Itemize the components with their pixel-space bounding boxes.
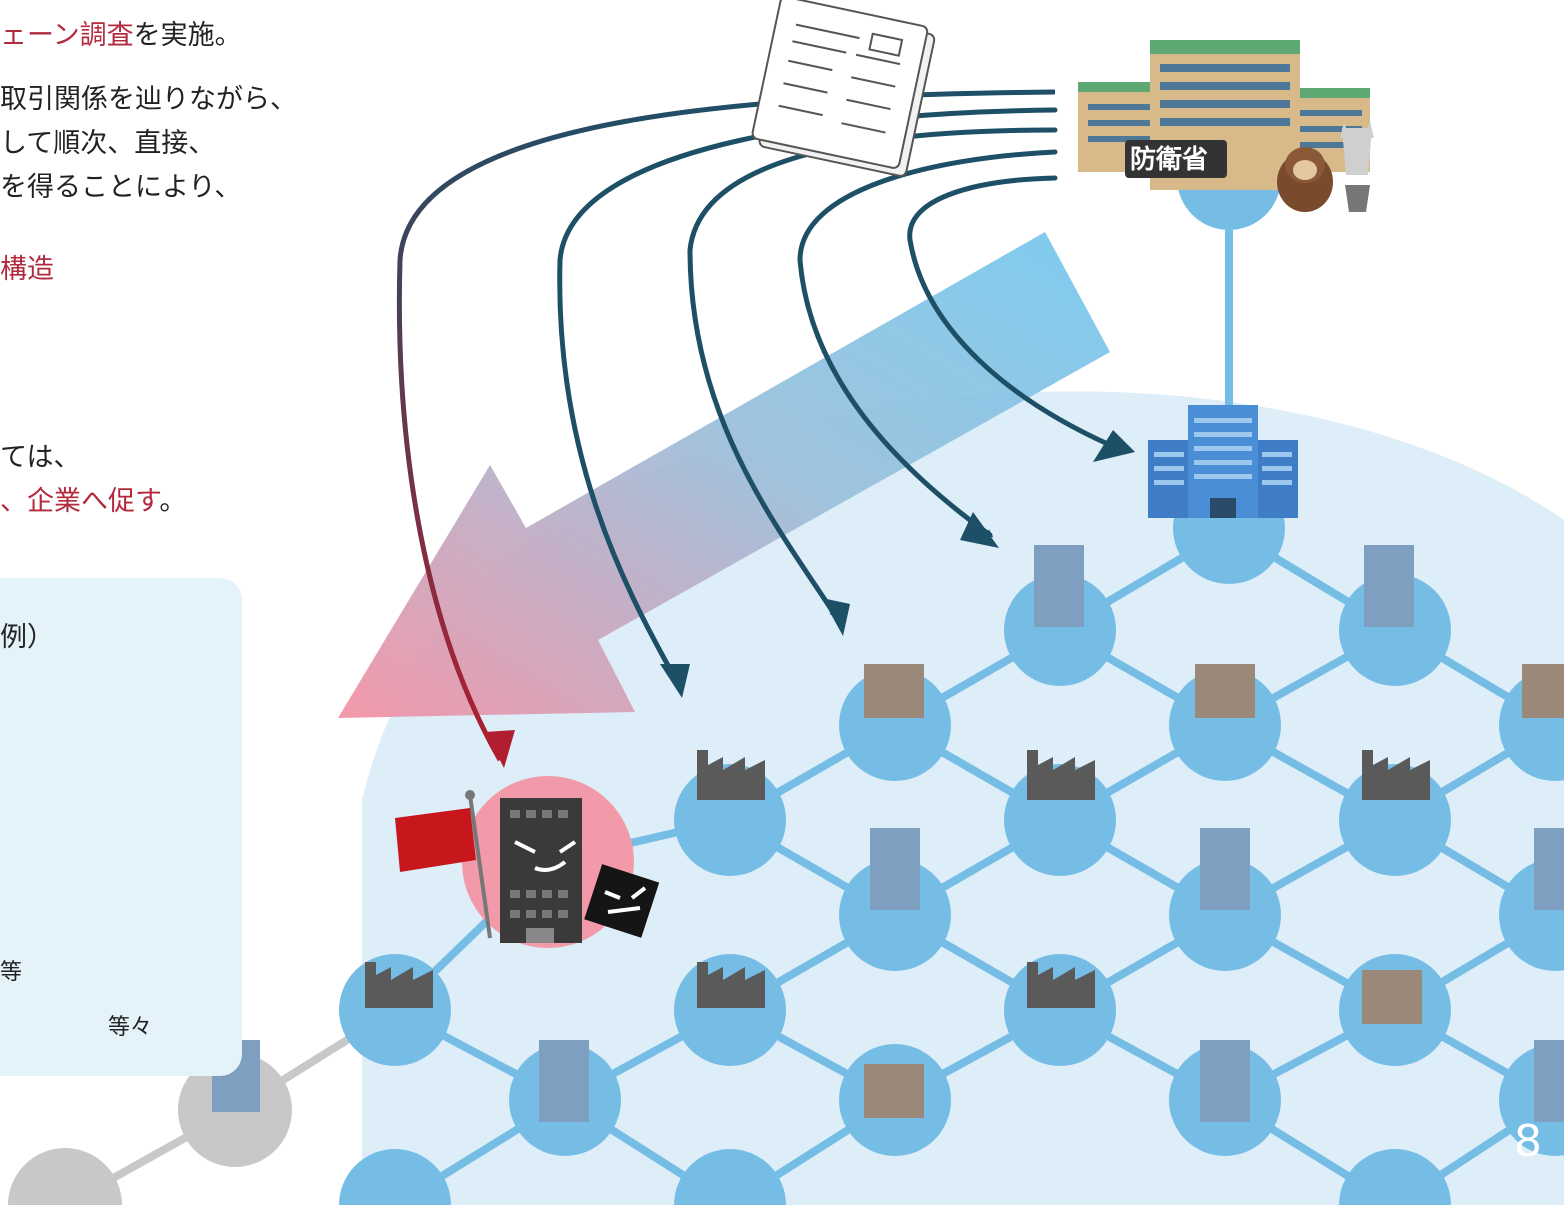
small-office-icons — [864, 664, 1564, 1118]
document-icon — [751, 0, 936, 177]
ministry-label: 防衛省 — [1130, 145, 1209, 175]
panel-item-fragment: 等 — [0, 960, 23, 985]
example-panel — [0, 578, 242, 1076]
villain-chip-icon — [584, 864, 660, 938]
line3: して順次、直接、 — [0, 128, 216, 159]
wolf-icon — [1340, 122, 1374, 212]
line1: ェーン調査を実施。 — [0, 20, 242, 51]
panel-heading: 例） — [0, 622, 54, 653]
line5: 構造 — [0, 254, 54, 285]
page-number: 8 — [1514, 1116, 1542, 1167]
red-flag-icon — [395, 790, 492, 939]
line2: 取引関係を辿りながら、 — [0, 84, 297, 115]
large-diagonal-arrow — [338, 232, 1110, 718]
tall-office-icons — [212, 545, 1564, 1122]
line6: ては、 — [0, 442, 81, 473]
panel-etc: 等々 — [108, 1015, 153, 1040]
line7: 、企業へ促す。 — [0, 486, 187, 517]
villain-building-icon — [500, 798, 582, 943]
factory-icons — [365, 750, 1430, 1008]
monkey-icon — [1277, 147, 1333, 212]
office-building-icon — [1148, 405, 1298, 518]
line4: を得ることにより、 — [0, 172, 242, 203]
